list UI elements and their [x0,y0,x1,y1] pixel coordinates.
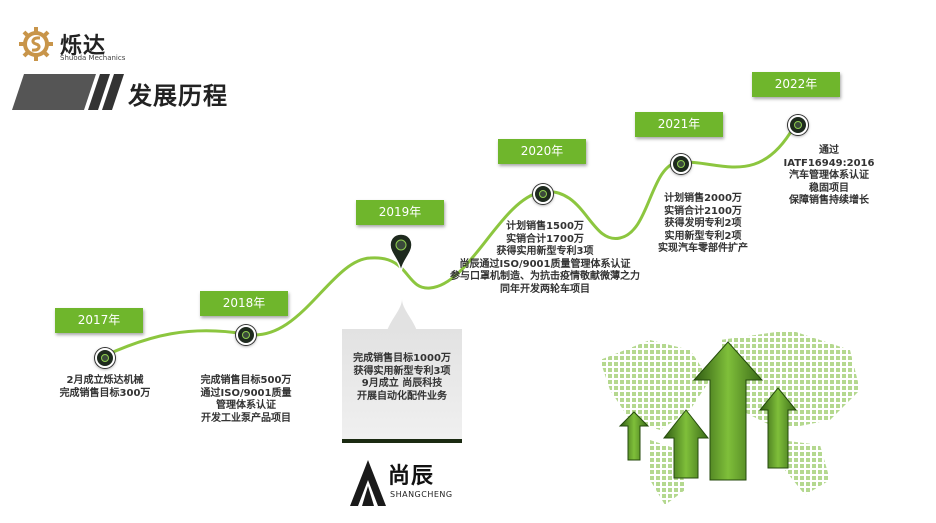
year-label-2022: 2022年 [752,72,840,97]
shangcheng-subtitle: SHANGCHENG [390,490,453,499]
milestone-desc-2022: 通过 IATF16949:2016 汽车管理体系认证 稳固项目 保障销售持续增长 [783,145,875,206]
year-label-2021: 2021年 [635,112,723,137]
card-pointer [387,299,417,331]
year-label-2019: 2019年 [356,200,444,225]
year-label-2017: 2017年 [55,308,143,333]
header-stripes-icon [12,74,124,110]
brand-logo: 烁达 Shuoda Mechanics [18,26,128,64]
milestone-desc-2018: 完成销售目标500万 通过ISO/9001质量 管理体系认证 开发工业泵产品项目 [200,375,292,424]
milestone-desc-2019: 完成销售目标1000万 获得实用新型专利3项 9月成立 尚辰科技 开展自动化配件… [353,353,451,402]
page-title: 发展历程 [128,82,228,110]
shangcheng-name: 尚辰 [388,464,435,489]
section-header: 发展历程 [12,74,252,110]
brand-name: 烁达 [60,34,107,59]
gear-logo-icon [19,27,53,61]
timeline-node-2022 [788,115,808,135]
milestone-card-2019: 完成销售目标1000万 获得实用新型专利3项 9月成立 尚辰科技 开展自动化配件… [342,299,462,443]
year-label-2018: 2018年 [200,291,288,316]
timeline-node-2020 [533,184,553,204]
milestone-desc-2017: 2月成立烁达机械 完成销售目标300万 [59,375,151,399]
year-label-2020: 2020年 [498,139,586,164]
timeline-node-2017 [95,348,115,368]
milestone-desc-2020: 计划销售1500万 实销合计1700万 获得实用新型专利3项 尚辰通过ISO/9… [450,221,640,295]
growth-arrows-illustration [600,330,860,505]
brand-subtitle: Shuoda Mechanics [60,54,126,62]
timeline-node-2018 [236,325,256,345]
shangcheng-logo: 尚辰 SHANGCHENG [344,458,470,510]
timeline-node-2021 [671,154,691,174]
map-pin-icon [389,233,413,275]
shangcheng-mark-icon [350,460,386,506]
milestone-desc-2021: 计划销售2000万 实销合计2100万 获得发明专利2项 实用新型专利2项 实现… [658,193,748,254]
